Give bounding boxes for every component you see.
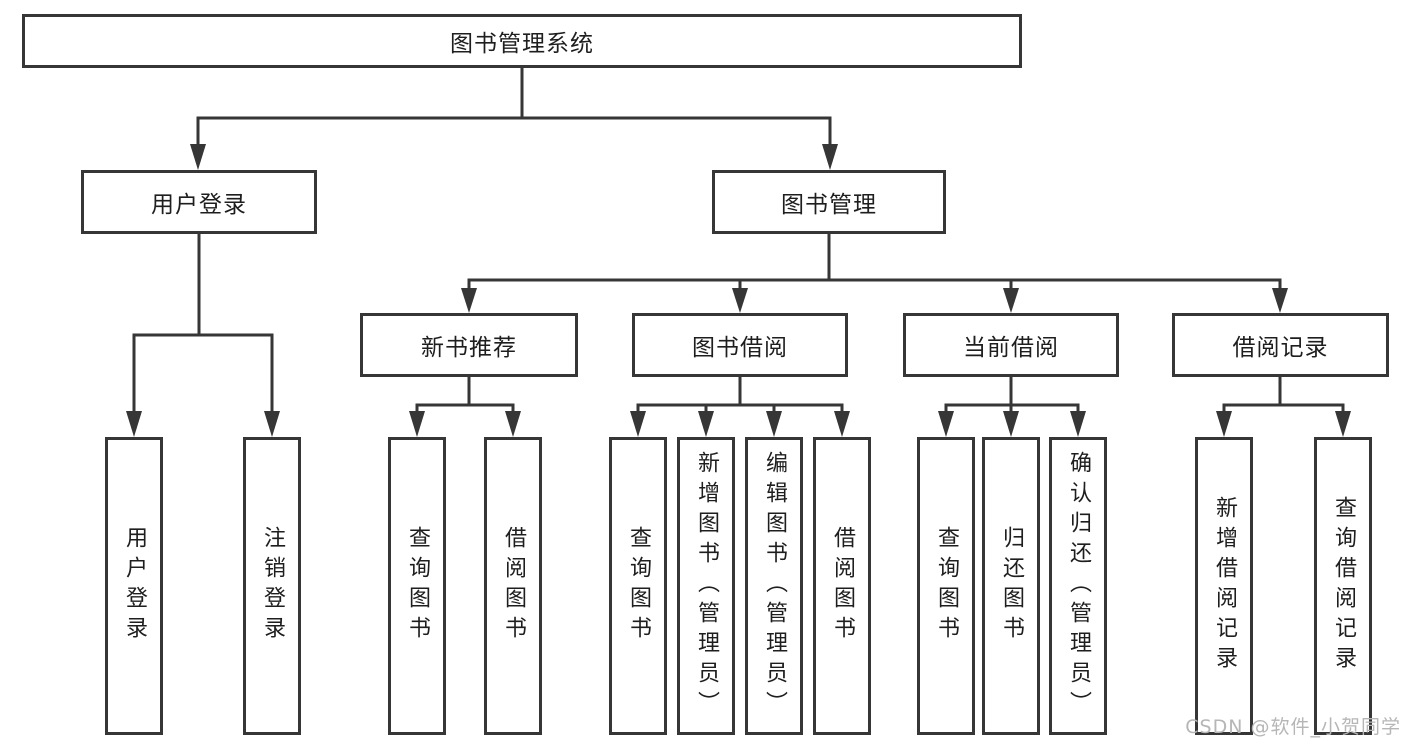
node-user-login: 用户登录 xyxy=(81,170,317,234)
node-query-books-current: 查询图书 xyxy=(917,437,975,735)
node-add-borrow-record: 新增借阅记录 xyxy=(1195,437,1253,735)
node-query-borrow-record: 查询借阅记录 xyxy=(1314,437,1372,735)
node-library-system: 图书管理系统 xyxy=(22,14,1022,68)
node-user-login-leaf: 用户登录 xyxy=(105,437,163,735)
node-book-borrow: 图书借阅 xyxy=(632,313,848,377)
node-edit-book-admin: 编辑图书（管理员） xyxy=(745,437,803,735)
node-confirm-return-admin: 确认归还（管理员） xyxy=(1049,437,1107,735)
node-add-book-admin: 新增图书（管理员） xyxy=(677,437,735,735)
node-query-books-recommend: 查询图书 xyxy=(388,437,446,735)
node-query-books-borrow: 查询图书 xyxy=(609,437,667,735)
node-borrow-books-leaf: 借阅图书 xyxy=(813,437,871,735)
node-borrow-books-recommend: 借阅图书 xyxy=(484,437,542,735)
node-logout-leaf: 注销登录 xyxy=(243,437,301,735)
node-current-borrow: 当前借阅 xyxy=(903,313,1119,377)
node-book-management: 图书管理 xyxy=(712,170,946,234)
node-borrow-records: 借阅记录 xyxy=(1172,313,1389,377)
node-return-book: 归还图书 xyxy=(982,437,1040,735)
watermark: CSDN @软件_小贺同学 xyxy=(1185,716,1401,738)
node-new-book-recommend: 新书推荐 xyxy=(360,313,578,377)
